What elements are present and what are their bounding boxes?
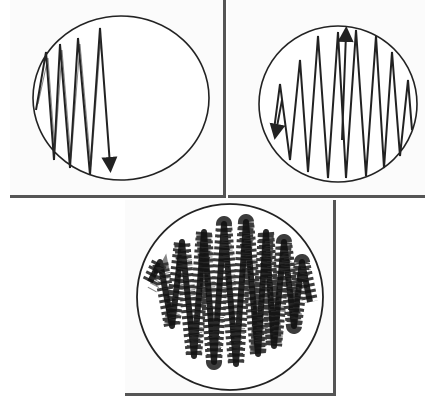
circle-top-left xyxy=(33,16,209,180)
